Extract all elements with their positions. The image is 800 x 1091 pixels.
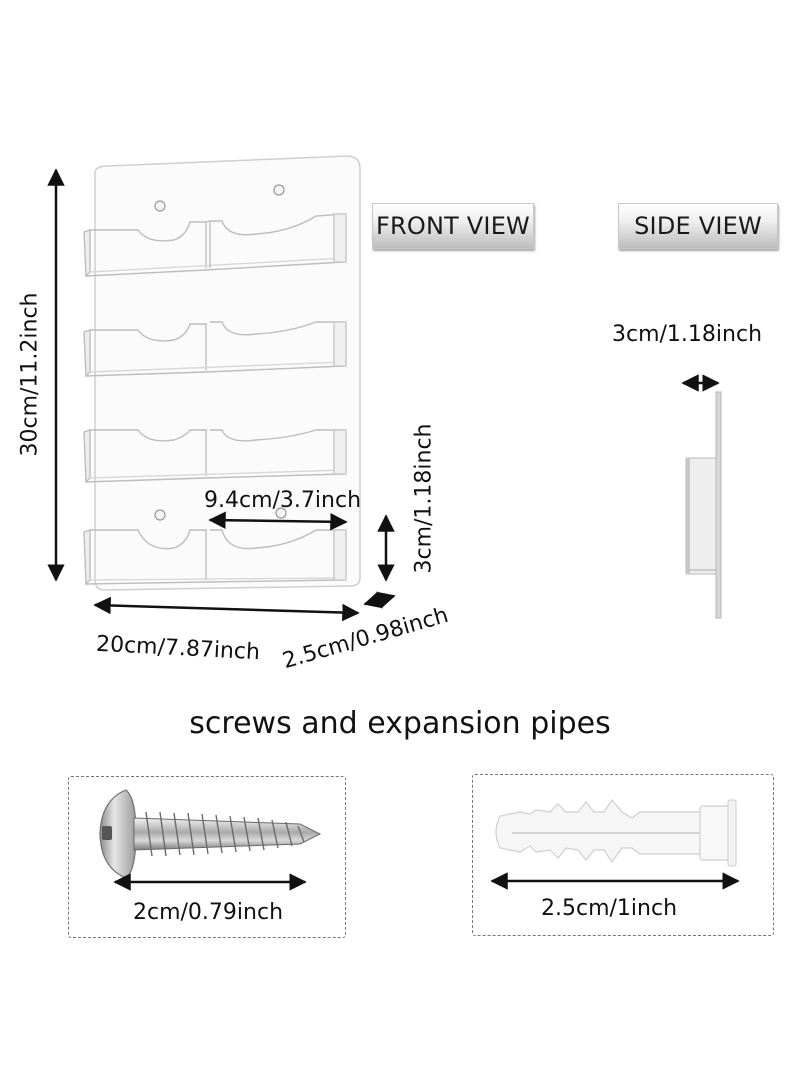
depth-arrow: [363, 591, 396, 609]
pocket-row-2: [83, 321, 347, 378]
width-arrow: [93, 596, 360, 622]
pocket-width-arrow: [208, 511, 348, 531]
screw-box: [68, 776, 346, 938]
pocket-row-4: [83, 529, 347, 586]
card-holder-front: [83, 155, 361, 591]
height-label: 30cm/11.2inch: [17, 292, 43, 457]
screw-length-label: 2cm/0.79inch: [133, 900, 284, 925]
front-view-text: FRONT VIEW: [375, 212, 530, 240]
screw-icon: [99, 789, 322, 879]
expansion-anchor-icon: [495, 798, 737, 867]
side-depth-label: 3cm/1.18inch: [612, 322, 763, 347]
pocket-width-label: 9.4cm/3.7inch: [204, 488, 362, 513]
pocket-row-1: [83, 213, 347, 278]
side-view-label: SIDE VIEW: [618, 203, 778, 249]
side-profile-illustration: [685, 391, 722, 619]
anchor-box: [472, 774, 774, 936]
side-view-text: SIDE VIEW: [634, 212, 762, 240]
pocket-height-label: 3cm/1.18inch: [411, 423, 437, 574]
section-title: screws and expansion pipes: [189, 706, 611, 741]
pocket-row-3: [83, 429, 347, 484]
front-view-label: FRONT VIEW: [372, 203, 534, 249]
anchor-length-label: 2.5cm/1inch: [541, 896, 678, 921]
